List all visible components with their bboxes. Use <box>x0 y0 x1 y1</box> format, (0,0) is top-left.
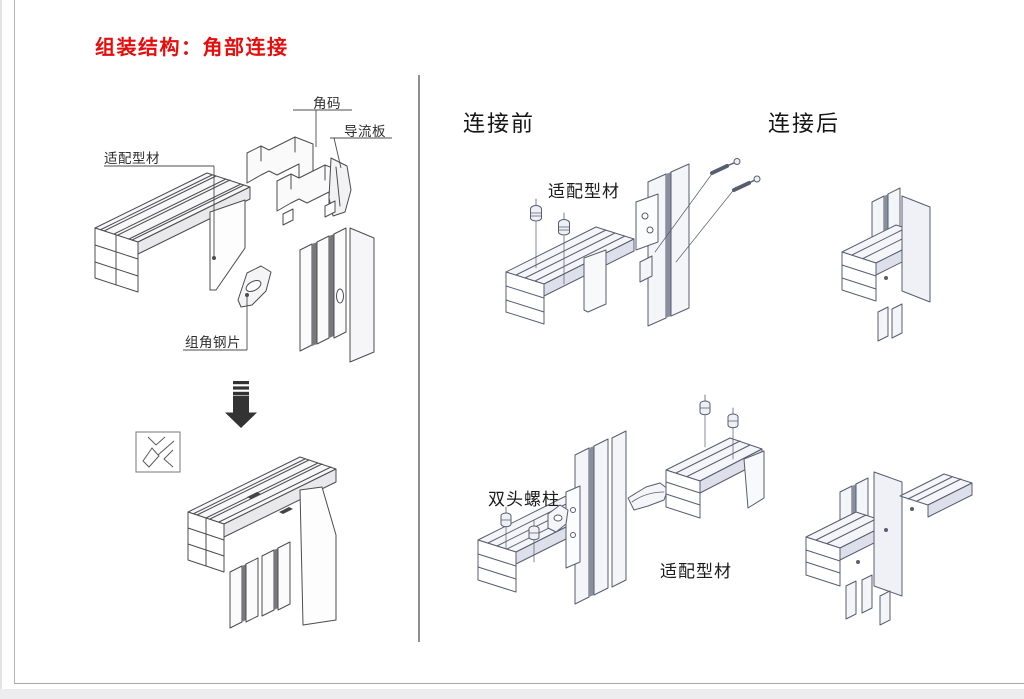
page-title: 组装结构：角部连接 <box>95 37 289 59</box>
label-corner-bracket: 角码 <box>313 96 341 111</box>
down-arrow-icon <box>225 381 257 428</box>
label-adapter-profile-top-right: 适配型材 <box>548 182 620 201</box>
header-after-connection: 连接后 <box>768 111 841 136</box>
page-bottom-strip <box>0 689 1024 699</box>
corner-schematic-icon <box>135 431 181 473</box>
exploded-assembly-drawing <box>94 136 375 363</box>
header-before-connection: 连接前 <box>463 111 536 136</box>
page-frame-left-line <box>14 0 15 684</box>
page-frame-bottom-line <box>14 683 1024 684</box>
label-adapter-profile-left: 适配型材 <box>104 151 160 166</box>
leader-lines-left <box>104 109 392 351</box>
after-connection-top-drawing <box>841 187 931 342</box>
before-connection-bottom-drawing <box>477 394 765 605</box>
label-corner-steel-sheet: 组角钢片 <box>185 335 241 350</box>
label-double-end-stud: 双头螺柱 <box>488 490 560 509</box>
assembled-corner-drawing <box>187 456 337 629</box>
label-deflector-plate: 导流板 <box>344 124 386 139</box>
label-adapter-profile-bottom-right: 适配型材 <box>660 562 732 581</box>
panel-divider <box>418 75 420 642</box>
after-connection-bottom-drawing <box>805 471 973 626</box>
before-connection-top-drawing <box>505 158 761 327</box>
page-edge-strip <box>0 0 2 699</box>
